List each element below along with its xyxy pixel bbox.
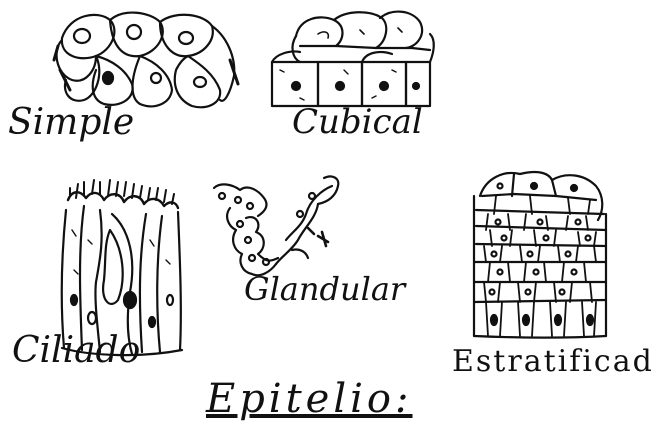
stratified-epithelium-drawing (474, 172, 606, 338)
cubical-epithelium-drawing (272, 12, 434, 106)
label-ciliated: Ciliado (12, 330, 140, 371)
ciliated-epithelium-drawing (62, 180, 182, 355)
label-stratified: Estratificado (452, 344, 654, 379)
label-simple: Simple (8, 102, 134, 143)
label-cubical: Cubical (292, 102, 423, 142)
label-glandular: Glandular (244, 270, 405, 308)
glandular-epithelium-drawing (214, 176, 338, 275)
simple-epithelium-drawing (54, 13, 238, 108)
diagram-title: Epitelio: (206, 376, 413, 422)
